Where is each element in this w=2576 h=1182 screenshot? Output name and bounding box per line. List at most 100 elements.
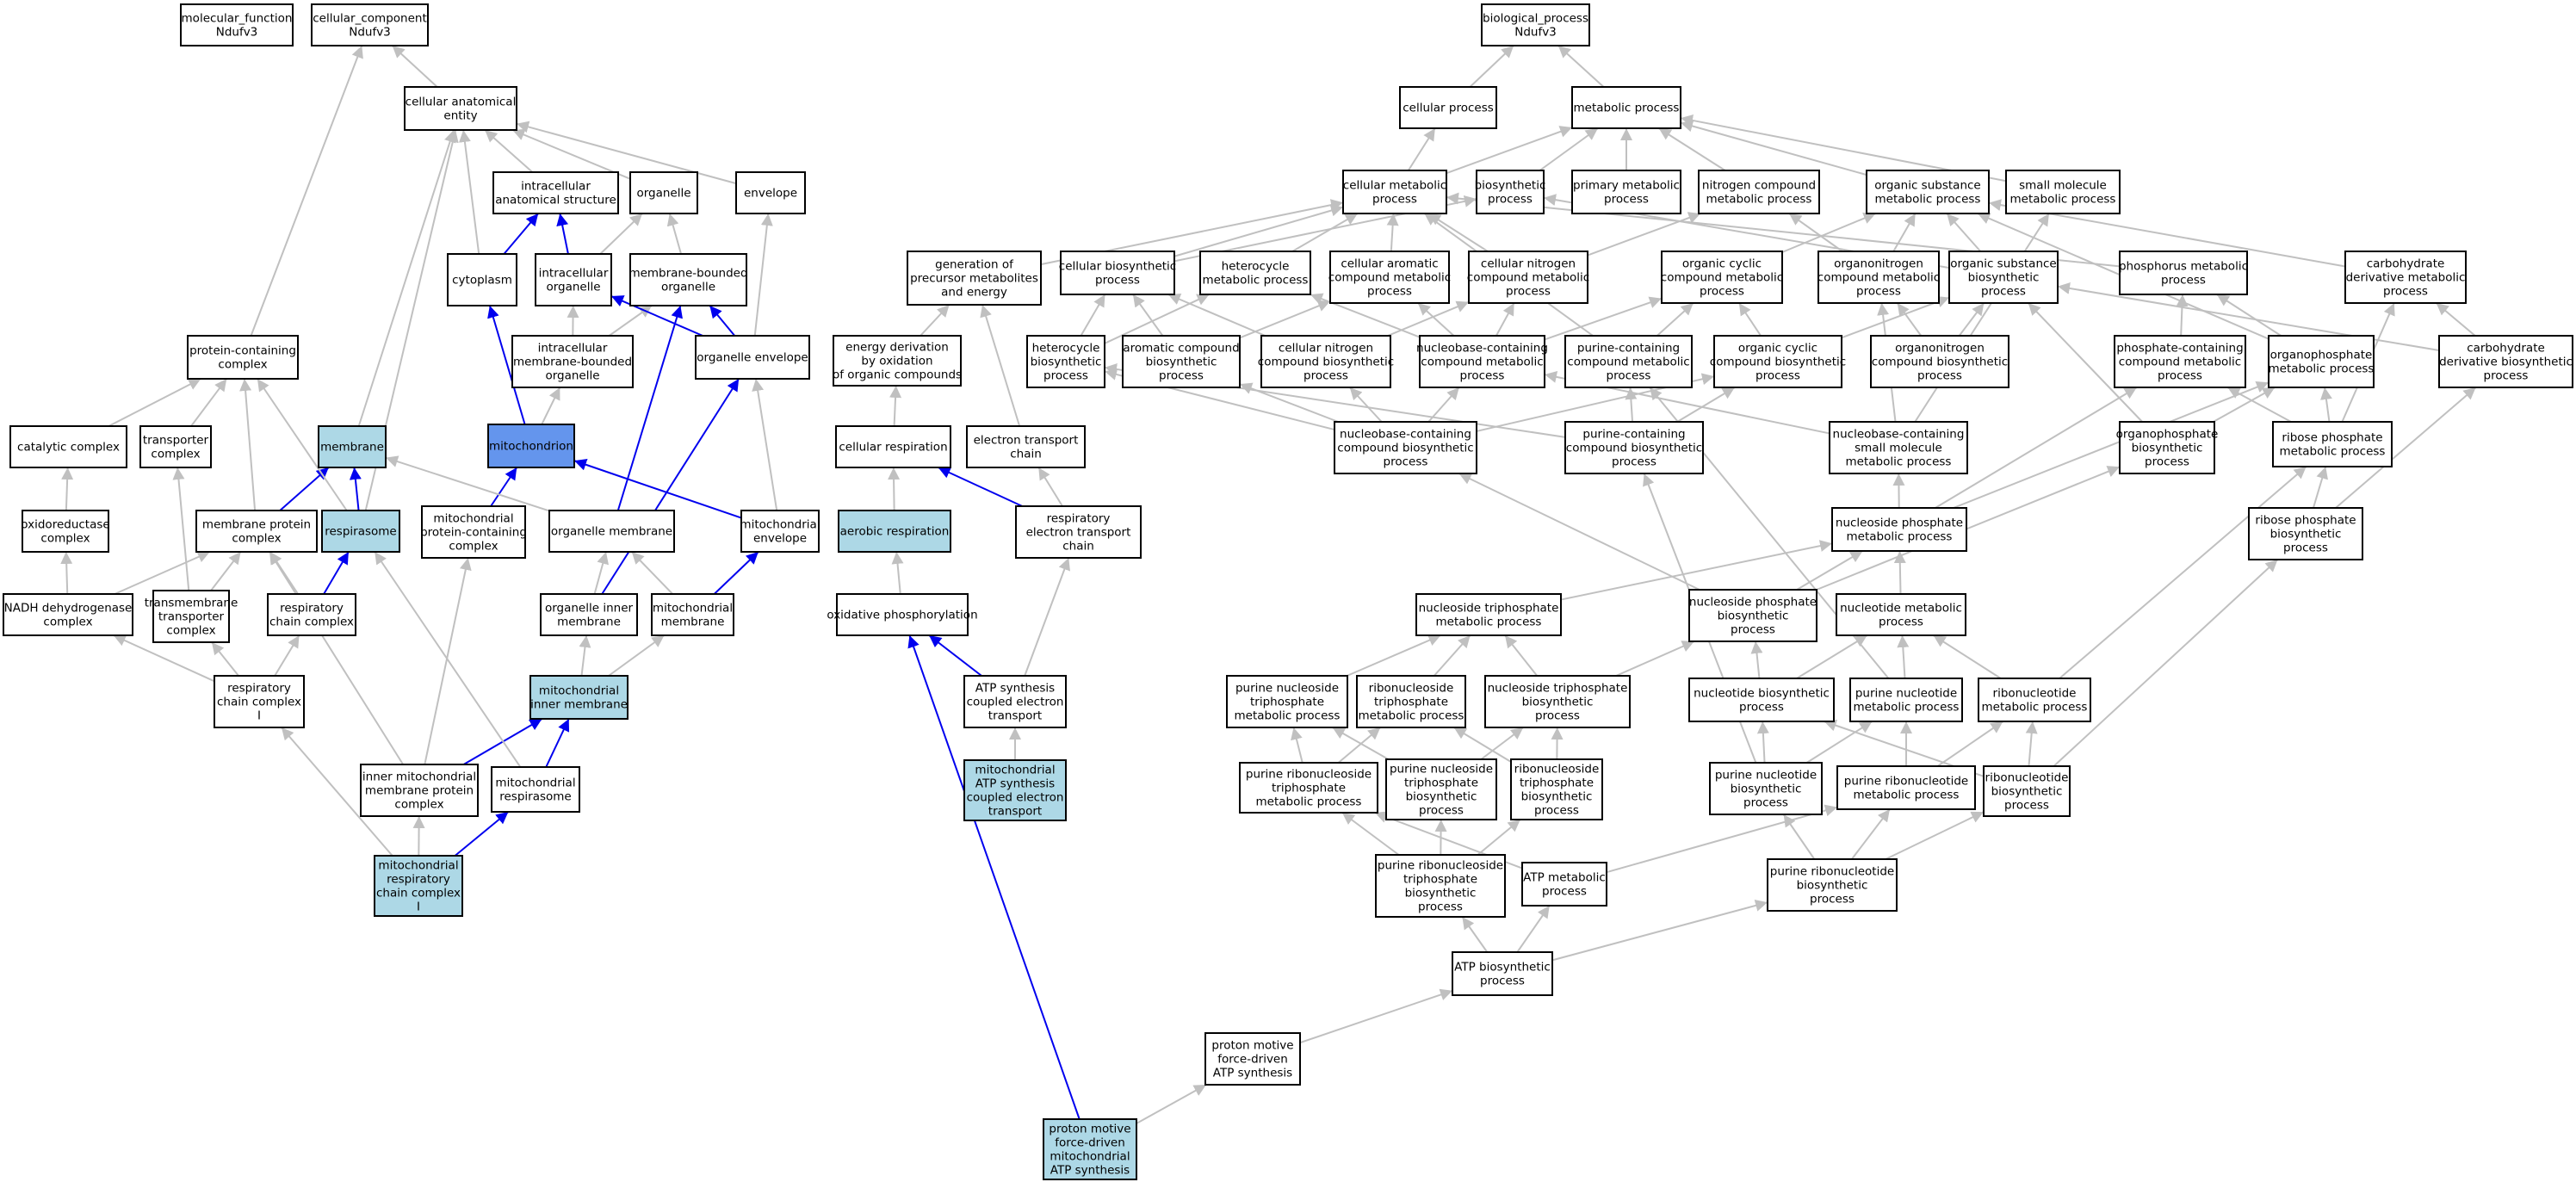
node-org-envelope[interactable]: organelle envelope — [695, 335, 810, 380]
node-cellular-process[interactable]: cellular process — [1399, 86, 1497, 129]
node-catalytic[interactable]: catalytic complex — [9, 425, 127, 468]
node-ntp-biosynth[interactable]: nucleoside triphosphatebiosyntheticproce… — [1484, 675, 1631, 728]
node-organelle[interactable]: organelle — [629, 171, 698, 214]
node-cytoplasm[interactable]: cytoplasm — [447, 253, 517, 306]
node-ox-phos[interactable]: oxidative phosphorylation — [827, 593, 978, 636]
node-label-line: metabolic process — [2269, 362, 2375, 375]
node-purine-ribo-ntp-biosynth[interactable]: purine ribonucleosidetriphosphatebiosynt… — [1375, 854, 1506, 918]
node-metabolic-process[interactable]: metabolic process — [1571, 86, 1681, 129]
node-membrane[interactable]: membrane — [318, 425, 387, 468]
node-cell-resp[interactable]: cellular respiration — [835, 425, 951, 468]
node-label-line: chain — [1062, 539, 1094, 553]
node-purine-ntp-biosynth[interactable]: purine nucleosidetriphosphatebiosyntheti… — [1385, 758, 1497, 820]
node-label-line: precursor metabolites — [910, 271, 1038, 285]
node-mitochondrion[interactable]: mitochondrion — [487, 424, 575, 468]
node-aerobic-resp[interactable]: aerobic respiration — [838, 510, 951, 553]
node-purine-ribo-ntp-metab[interactable]: purine ribonucleosidetriphosphatemetabol… — [1239, 762, 1378, 814]
node-org-membrane[interactable]: organelle membrane — [548, 510, 675, 553]
node-ribo-ntp-biosynth[interactable]: ribonucleosidetriphosphatebiosyntheticpr… — [1510, 758, 1603, 820]
node-respirasome[interactable]: respirasome — [321, 510, 400, 553]
node-pmf-mito-atp[interactable]: proton motiveforce-drivenmitochondrialAT… — [1043, 1118, 1137, 1180]
node-envelope[interactable]: envelope — [735, 171, 806, 214]
